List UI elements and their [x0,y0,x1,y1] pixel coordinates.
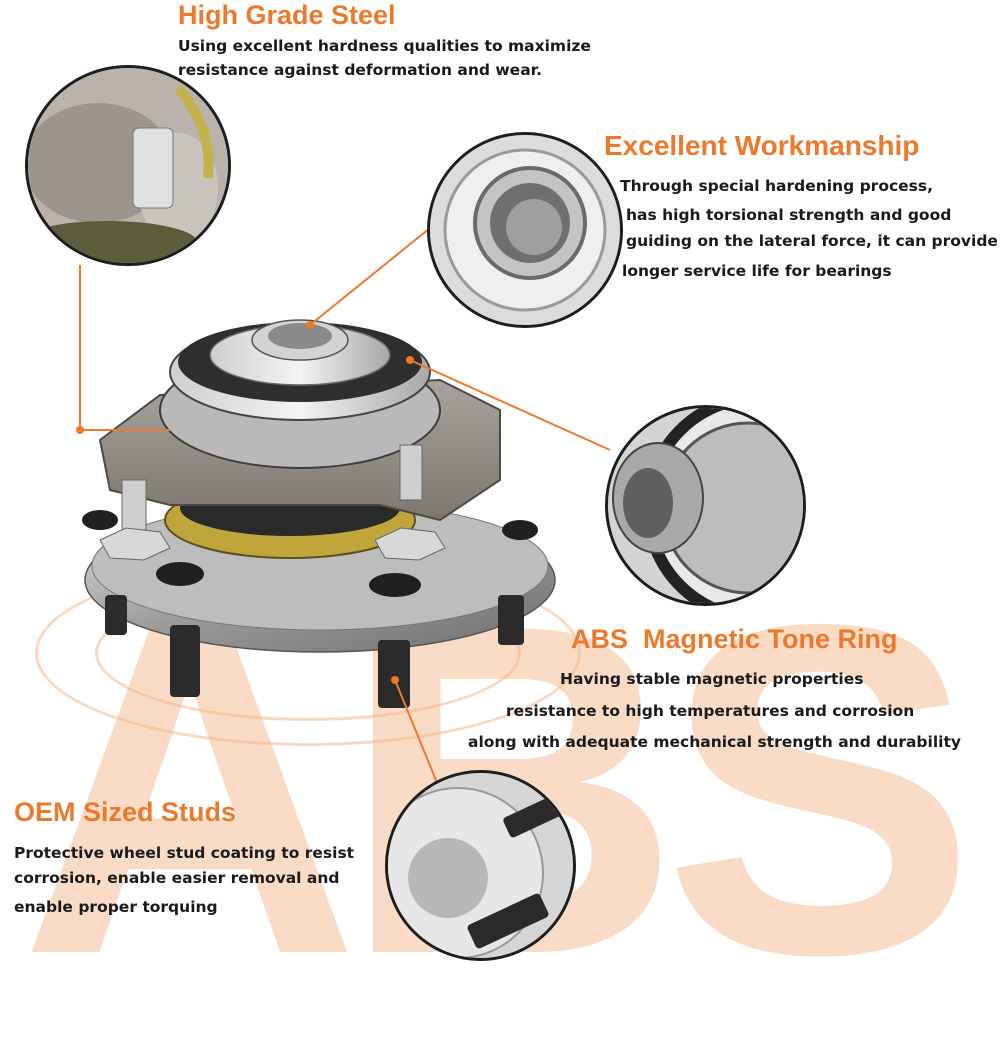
workmanship-closeup-image [427,132,623,328]
steel-leader-dot [76,426,84,434]
studs-line-1: Protective wheel stud coating to resist [14,844,355,862]
steel-title: High Grade Steel [178,0,396,30]
studs-line-3: enable proper torquing [14,898,218,916]
studs-line-2: corrosion, enable easier removal and [14,869,340,887]
steel-line-1: Using excellent hardness qualities to ma… [178,37,591,55]
wheel-stud [105,595,127,635]
studs-leader-line [394,679,441,791]
studs-leader-dot [391,676,399,684]
workmanship-title: Excellent Workmanship [604,130,920,161]
wheel-stud [170,625,200,697]
abs-ring-line-3: along with adequate mechanical strength … [468,733,961,751]
studs-closeup-image [385,770,576,961]
workmanship-leader-dot [306,321,314,329]
workmanship-leader-line [309,227,431,326]
studs-title: OEM Sized Studs [14,797,237,827]
workmanship-line-1: Through special hardening process, [620,177,934,195]
abs-ring-line-1: Having stable magnetic properties [560,670,864,688]
workmanship-line-4: longer service life for bearings [622,262,892,280]
wheel-stud [498,595,524,645]
abs-leader-line [409,359,611,451]
wheel-hub-illustration [79,227,611,791]
steel-closeup-image [25,65,231,266]
abs-ring-line-2: resistance to high temperatures and corr… [506,702,915,720]
workmanship-line-2: has high torsional strength and good [626,206,952,224]
workmanship-line-3: guiding on the lateral force, it can pro… [626,232,998,250]
wheel-stud [378,640,410,708]
abs-ring-closeup-image [605,405,806,606]
abs-leader-dot [406,356,414,364]
abs-ring-title: ABS Magnetic Tone Ring [571,624,898,654]
steel-line-2: resistance against deformation and wear. [178,61,542,79]
